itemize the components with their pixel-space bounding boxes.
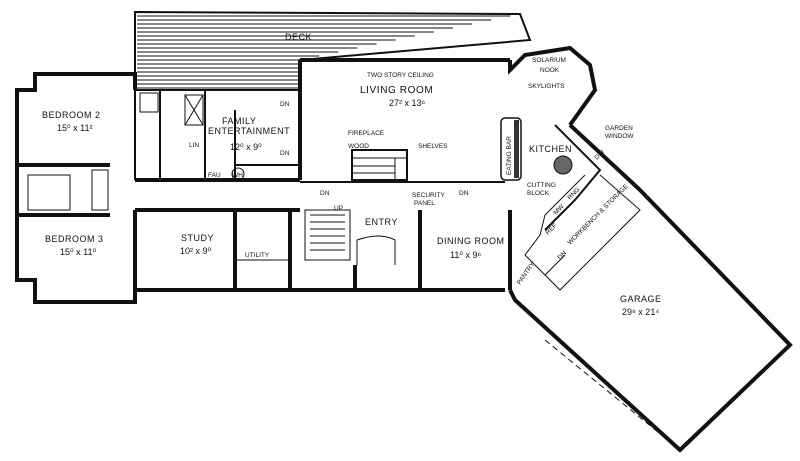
bedroom2-label: BEDROOM 2: [42, 110, 101, 120]
nook-label: NOOK: [540, 67, 560, 74]
family-size: 12⁰ x 9⁰: [230, 142, 262, 152]
refrigerator-label: REF: [544, 222, 558, 236]
living-room-label: LIVING ROOM: [360, 85, 433, 96]
fau-label: FAU: [208, 172, 221, 179]
interior-walls: [17, 60, 681, 451]
utility-label: UTILITY: [245, 252, 270, 259]
wood-label: WOOD: [348, 143, 369, 150]
garage-label: GARAGE: [620, 294, 662, 304]
block-label: BLOCK: [527, 190, 550, 197]
family-label: FAMILY: [222, 116, 256, 126]
security-label: SECURITY: [412, 192, 446, 199]
cutting-label: CUTTING: [527, 182, 556, 189]
fireplace-label: FIREPLACE: [348, 130, 385, 137]
eating-bar-label: EATING BAR: [506, 136, 513, 175]
garage-dn-label: DN: [556, 250, 568, 262]
bedroom3-label: BEDROOM 3: [45, 234, 104, 244]
linen-label: LIN: [189, 142, 199, 149]
garden-label: GARDEN: [605, 125, 633, 132]
entertainment-label: ENTERTAINMENT: [208, 126, 290, 136]
water-heater-label: WH: [232, 172, 243, 179]
stair-dn-label-1: DN: [280, 101, 290, 108]
microwave-label: MW: [552, 203, 566, 217]
bedroom3-size: 15⁰ x 11⁰: [60, 247, 96, 257]
bedroom2-size: 15⁰ x 11²: [57, 123, 92, 133]
shelves-label: SHELVES: [418, 143, 448, 150]
dining-room-size: 11⁰ x 9⁶: [450, 250, 481, 260]
stair-dn-label-3: DN: [320, 190, 330, 197]
stair-dn-label-2: DN: [280, 150, 290, 157]
panel-label: PANEL: [414, 200, 435, 207]
pantry-label: PANTRY: [516, 260, 537, 286]
stair-dn-label-4: DN: [459, 190, 469, 197]
dining-room-label: DINING ROOM: [437, 236, 505, 246]
window-label: WINDOW: [605, 133, 634, 140]
exterior-walls: [15, 45, 793, 453]
living-room-size: 27² x 13⁶: [389, 98, 426, 108]
deck-area: [134, 10, 532, 91]
stair-up-label: UP: [334, 205, 343, 212]
skylights-label: SKYLIGHTS: [528, 83, 565, 90]
entry-label: ENTRY: [365, 217, 398, 227]
two-story-label: TWO STORY CEILING: [367, 72, 434, 79]
solarium-label: SOLARIUM: [532, 57, 566, 64]
deck-label: DECK: [285, 32, 312, 42]
kitchen-label: KITCHEN: [529, 144, 572, 154]
study-size: 10² x 9⁰: [180, 246, 212, 256]
garage-size: 29⁸ x 21⁴: [622, 307, 659, 317]
study-label: STUDY: [181, 233, 214, 243]
